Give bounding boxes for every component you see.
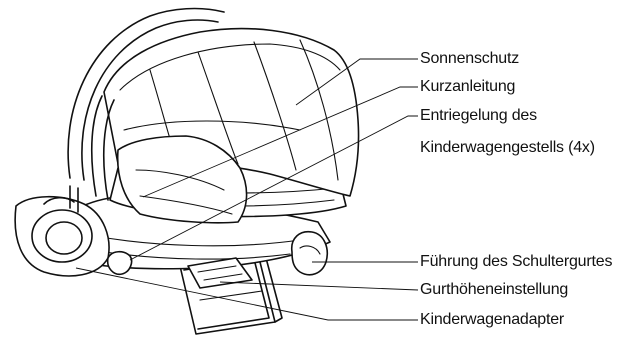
handle-hub — [14, 185, 110, 277]
leader-gurthoehe — [219, 281, 419, 291]
seat-interior — [116, 135, 248, 224]
leader-lines — [75, 58, 419, 321]
label-sonnenschutz: Sonnenschutz — [420, 50, 520, 67]
label-adapter: Kinderwagenadapter — [420, 311, 565, 328]
leader-kurzanleitung — [142, 86, 418, 198]
label-gurthoehe: Gurthöheneinstellung — [420, 281, 569, 298]
shoulder-belt-guide — [290, 230, 328, 276]
label-kurzanleitung: Kurzanleitung — [420, 78, 516, 95]
leader-entriegelung — [129, 115, 418, 261]
label-entriegelung-line2: Kinderwagengestells (4x) — [420, 139, 595, 156]
label-entriegelung-line1: Entriegelung des — [420, 107, 537, 124]
leader-sonnenschutz — [295, 58, 418, 106]
infant-car-seat-illustration — [14, 7, 360, 335]
label-schultergurt: Führung des Schultergurtes — [420, 253, 613, 270]
frame-release-button — [106, 250, 133, 276]
belt-height-adjuster — [187, 257, 253, 289]
leader-adapter — [75, 267, 418, 321]
carrying-handle — [67, 7, 225, 201]
